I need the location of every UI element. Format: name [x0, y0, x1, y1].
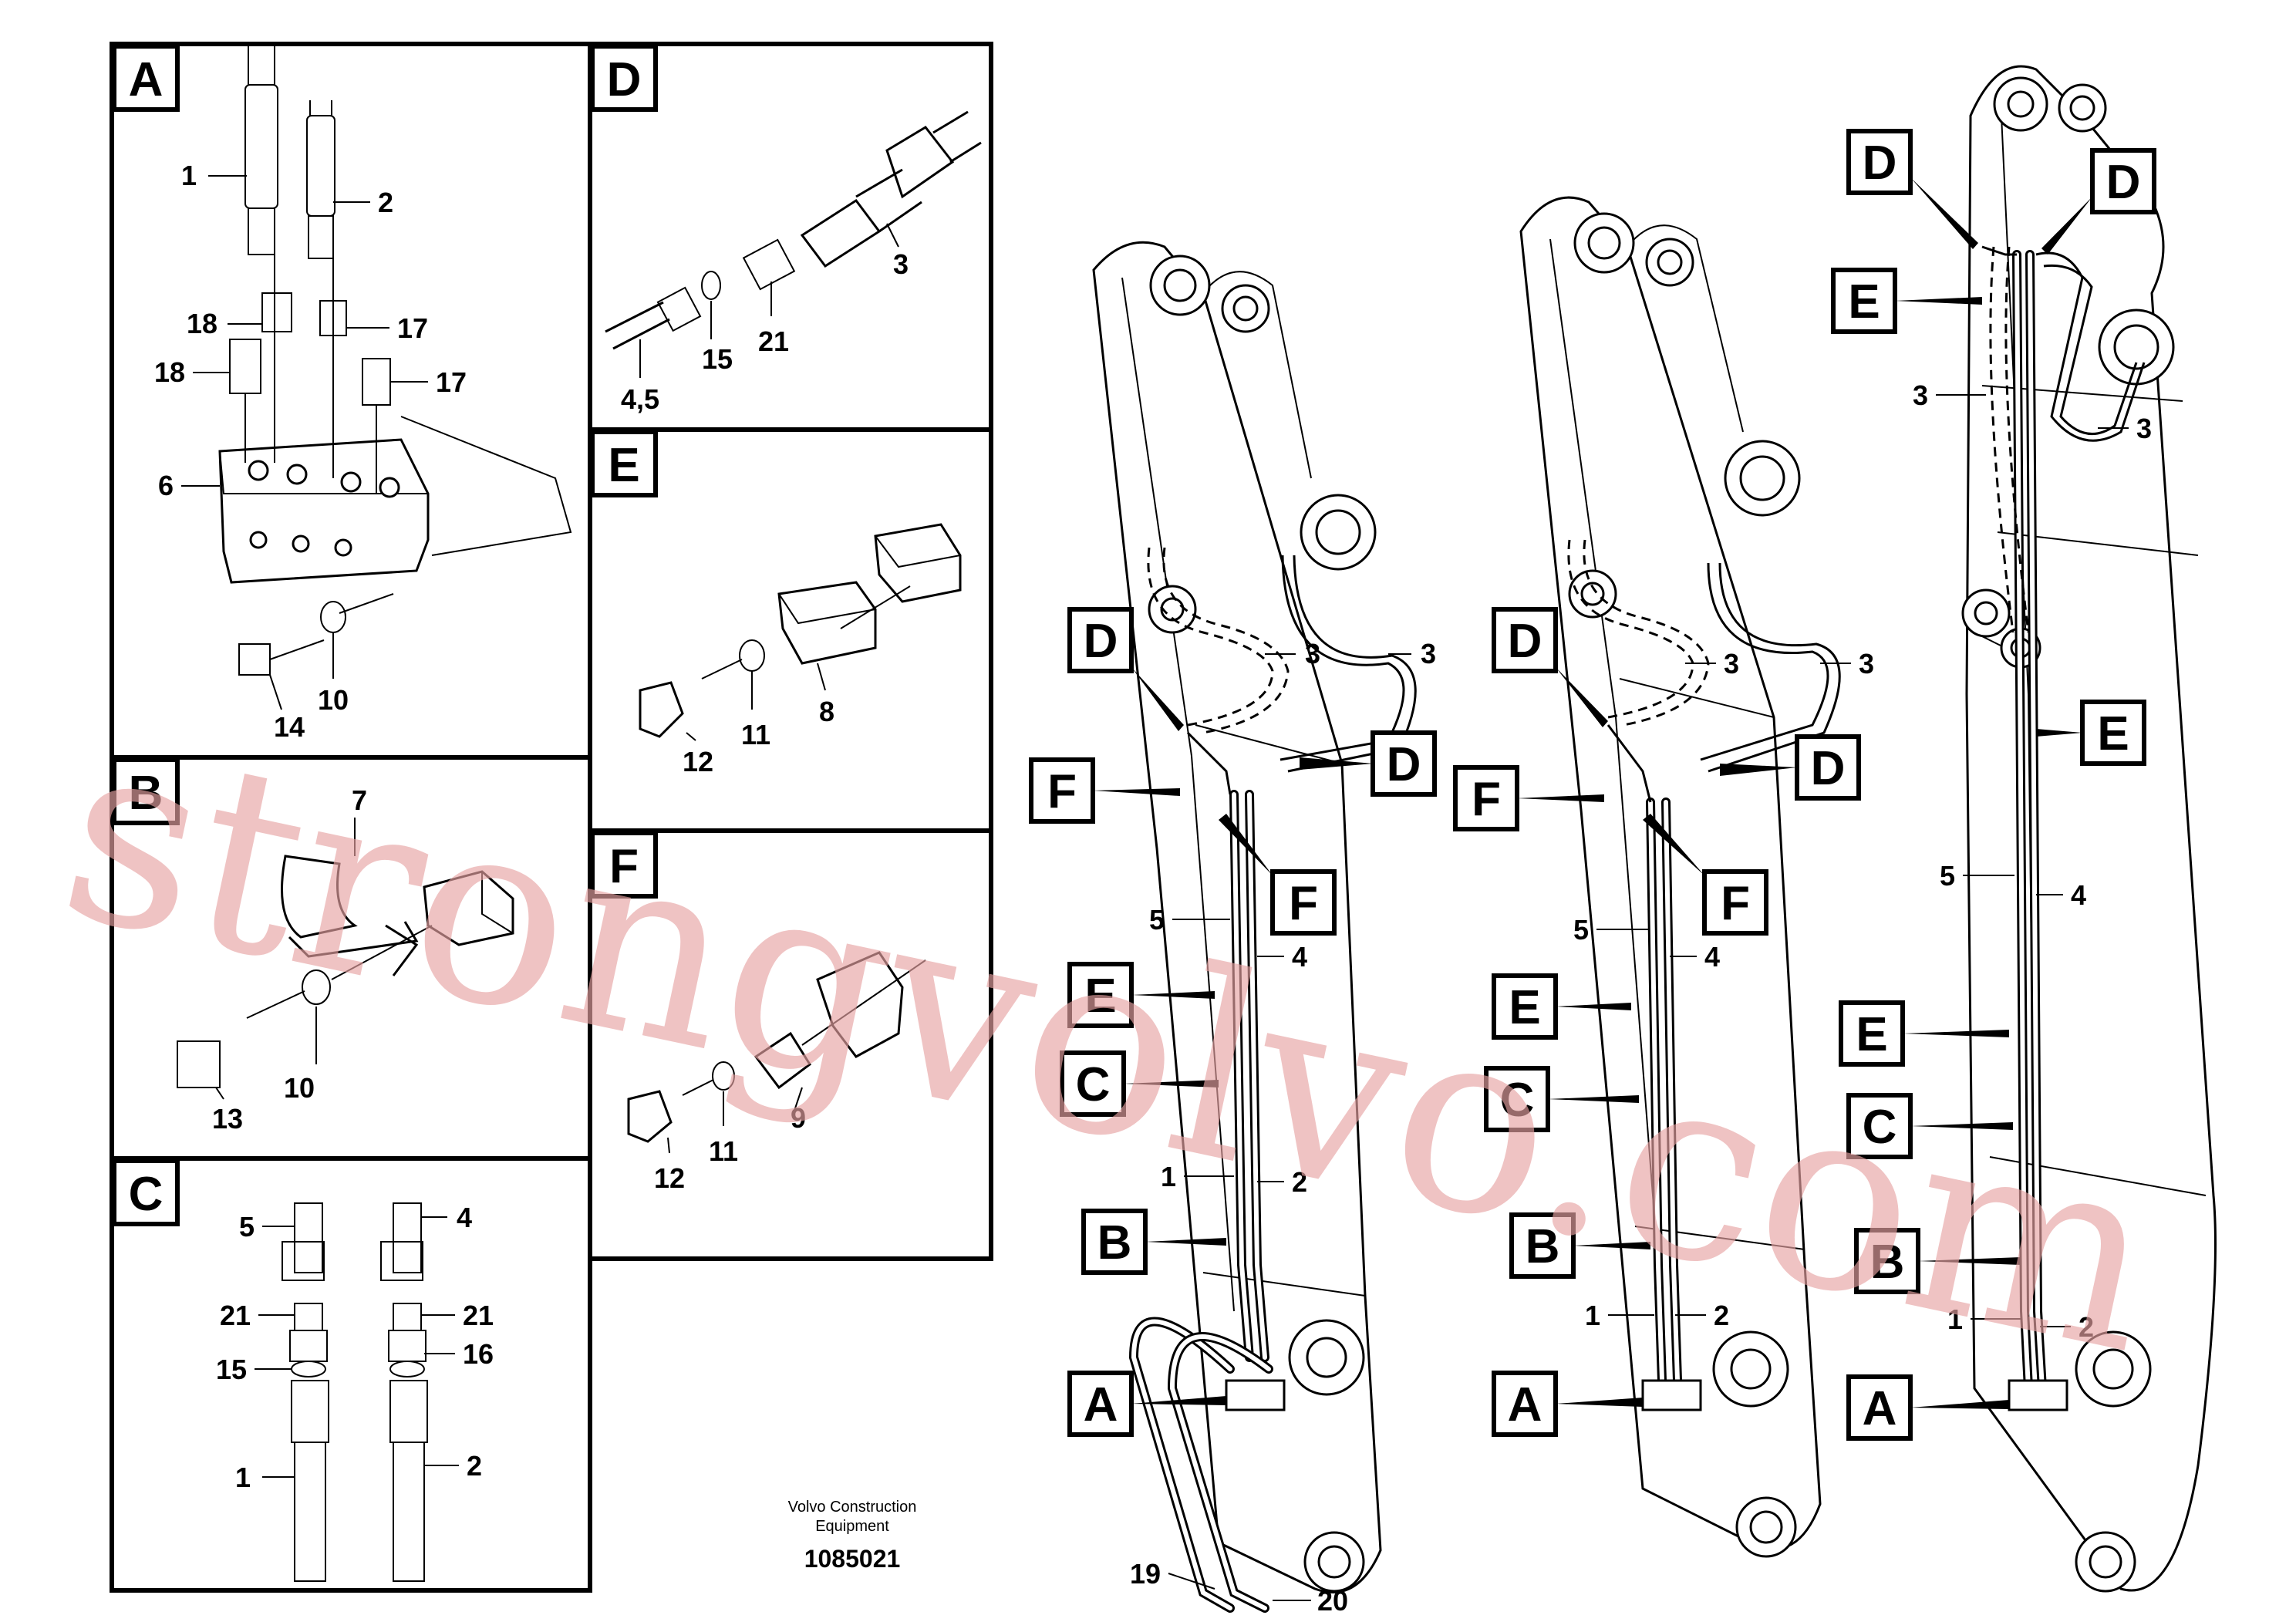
callout-c-21b: 21	[463, 1300, 494, 1331]
boom-2-callout-3b: 3	[1859, 648, 1874, 679]
callout-c-16: 16	[463, 1338, 494, 1370]
callout-e-8: 8	[819, 696, 834, 727]
panel-a: A 1 2 18 17 18	[110, 42, 592, 760]
boom-1-callout-2: 2	[1292, 1166, 1307, 1198]
callout-c-15: 15	[216, 1354, 247, 1385]
callout-c-5: 5	[239, 1211, 255, 1243]
callout-a-14: 14	[274, 711, 305, 743]
boom-3-tag-d1: D	[1863, 137, 1897, 190]
boom-2-tag-f2: F	[1721, 877, 1750, 930]
callout-a-17b: 17	[436, 366, 467, 398]
boom-3-tag-e3: E	[1856, 1008, 1887, 1061]
boom-1-tag-c: C	[1076, 1058, 1111, 1111]
boom-2: D D F F E C B A 3 3 5 4 1 2	[1453, 196, 1874, 1558]
boom-1: D D F F E C B A 3 3 5 4 1 2 19 20	[1029, 241, 1437, 1617]
boom-3-callout-3b: 3	[2136, 413, 2152, 444]
boom-1-tag-a: A	[1084, 1378, 1118, 1431]
boom-2-callout-3a: 3	[1724, 648, 1739, 679]
footer-company-line1: Volvo Construction	[788, 1499, 917, 1516]
callout-b-10: 10	[284, 1072, 315, 1104]
boom-1-tag-e: E	[1084, 969, 1116, 1023]
callout-d-3: 3	[893, 248, 909, 280]
boom-2-callout-2: 2	[1714, 1300, 1729, 1331]
boom-2-tag-d2: D	[1811, 742, 1846, 795]
boom-1-tag-d1: D	[1084, 615, 1118, 668]
panel-d-title: D	[607, 53, 642, 106]
callout-a-2: 2	[378, 187, 393, 218]
panel-b: B 7 13 10	[110, 755, 592, 1161]
panel-d: D 3 4,5 15 21	[588, 42, 993, 432]
panel-f: F 9 12 11	[588, 828, 993, 1261]
boom-2-tag-a: A	[1508, 1378, 1542, 1431]
panel-e-title: E	[608, 439, 639, 492]
boom-2-callout-1: 1	[1585, 1300, 1600, 1331]
callout-a-18: 18	[187, 308, 217, 339]
boom-1-callout-4: 4	[1292, 941, 1307, 973]
boom-2-callout-4: 4	[1704, 941, 1720, 973]
callout-a-17: 17	[397, 312, 428, 344]
callout-a-6: 6	[158, 470, 174, 501]
boom-1-tag-b: B	[1097, 1216, 1132, 1270]
panel-b-title: B	[129, 767, 164, 820]
boom-1-callout-1: 1	[1161, 1161, 1176, 1192]
panel-c-title: C	[129, 1168, 164, 1221]
boom-1-tag-f1: F	[1047, 765, 1077, 818]
boom-2-callout-5: 5	[1573, 914, 1589, 946]
callout-a-1: 1	[181, 160, 197, 191]
callout-d-45: 4,5	[621, 383, 659, 415]
boom-1-callout-20: 20	[1317, 1585, 1348, 1617]
callout-e-11: 11	[741, 719, 770, 750]
boom-3-callout-3a: 3	[1913, 379, 1928, 411]
boom-2-tag-b: B	[1526, 1220, 1560, 1273]
boom-3-tag-d2: D	[2106, 156, 2141, 209]
boom-3-tag-e2: E	[2097, 707, 2129, 760]
callout-c-2: 2	[467, 1450, 482, 1482]
drawing-number: 1085021	[804, 1545, 901, 1573]
boom-3-callout-2: 2	[2079, 1311, 2094, 1343]
callout-d-15: 15	[702, 343, 733, 375]
callout-b-13: 13	[212, 1103, 243, 1135]
callout-e-12: 12	[683, 746, 713, 777]
boom-3-tag-c: C	[1863, 1101, 1897, 1154]
boom-1-tag-d2: D	[1387, 738, 1421, 791]
callout-a-18b: 18	[154, 356, 185, 388]
panel-e: E 8 12 11	[588, 427, 993, 833]
boom-2-tag-e: E	[1509, 981, 1540, 1034]
boom-3: D D E E E C B A 3 3 5 4 1 2	[1831, 65, 2217, 1593]
callout-c-4: 4	[457, 1202, 472, 1233]
boom-1-callout-19: 19	[1130, 1558, 1161, 1590]
boom-1-tag-f2: F	[1289, 877, 1318, 930]
boom-3-callout-5: 5	[1940, 860, 1955, 892]
boom-1-callout-5: 5	[1149, 904, 1165, 936]
callout-f-9: 9	[791, 1102, 806, 1134]
callout-f-11: 11	[709, 1135, 738, 1167]
boom-3-callout-1: 1	[1947, 1303, 1963, 1335]
boom-1-callout-3b: 3	[1421, 638, 1436, 669]
callout-c-1: 1	[235, 1462, 251, 1493]
boom-3-callout-4: 4	[2071, 879, 2086, 911]
footer-company-line2: Equipment	[815, 1518, 889, 1535]
panel-a-title: A	[129, 53, 164, 106]
boom-2-tag-d1: D	[1508, 615, 1542, 668]
boom-3-tag-b: B	[1870, 1236, 1905, 1289]
panel-f-title: F	[609, 840, 639, 893]
callout-b-7: 7	[352, 784, 367, 816]
callout-a-10: 10	[318, 684, 349, 716]
boom-2-tag-f1: F	[1472, 773, 1501, 826]
callout-f-12: 12	[654, 1162, 685, 1194]
boom-1-callout-3a: 3	[1305, 638, 1320, 669]
boom-2-tag-c: C	[1500, 1074, 1535, 1127]
panel-c: C 5 4 21 21 15 16 1 2	[110, 1156, 592, 1593]
boom-3-tag-e1: E	[1848, 275, 1880, 329]
callout-d-21: 21	[758, 325, 789, 357]
boom-3-tag-a: A	[1863, 1382, 1897, 1435]
callout-c-21a: 21	[220, 1300, 251, 1331]
